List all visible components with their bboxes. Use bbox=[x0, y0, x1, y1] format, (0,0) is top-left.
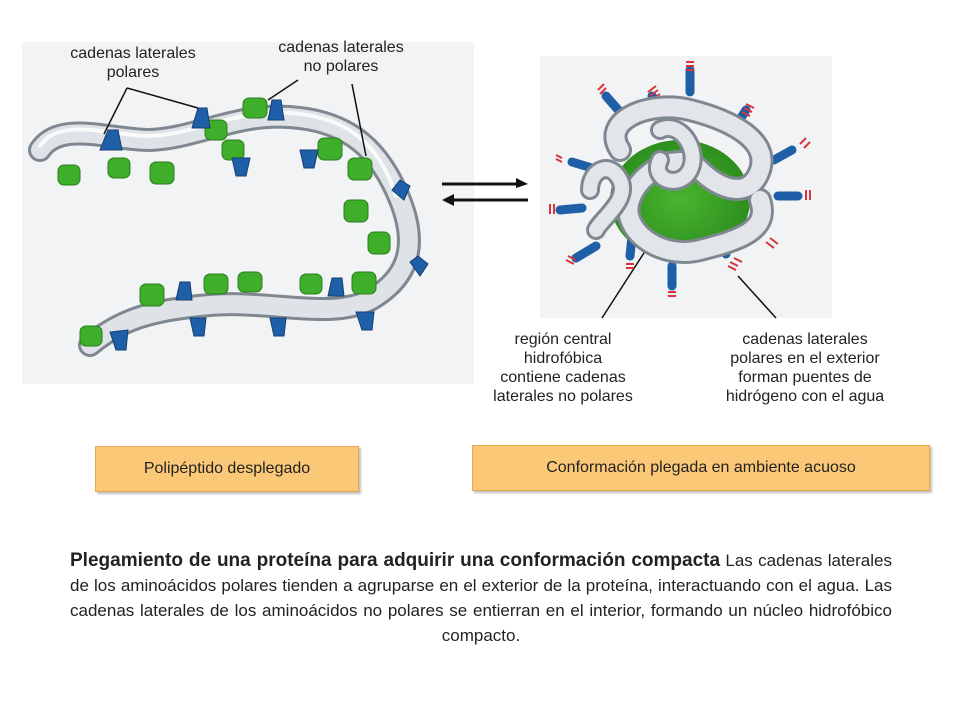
nonpolar-side-chain bbox=[299, 273, 323, 295]
nonpolar-side-chain bbox=[204, 119, 228, 141]
polar-side-chain bbox=[299, 149, 319, 169]
equilibrium-arrows bbox=[442, 178, 528, 206]
nonpolar-side-chain bbox=[347, 157, 373, 181]
nonpolar-side-chain bbox=[139, 283, 165, 307]
nonpolar-side-chain bbox=[203, 273, 229, 295]
polar-side-chain bbox=[327, 277, 345, 297]
figure-caption: Plegamiento de una proteína para adquiri… bbox=[70, 548, 892, 648]
caption-title: Plegamiento de una proteína para adquiri… bbox=[70, 550, 721, 571]
nonpolar-side-chain bbox=[351, 271, 377, 295]
polar-side-chain bbox=[109, 329, 129, 351]
label-polar-exterior: cadenas laterales polares en el exterior… bbox=[725, 331, 885, 405]
nonpolar-side-chain bbox=[343, 199, 369, 223]
folded-conformation-box: Conformación plegada en ambiente acuoso bbox=[472, 445, 930, 491]
polar-side-chain bbox=[189, 317, 207, 337]
polar-side-chain bbox=[191, 107, 211, 129]
nonpolar-side-chain bbox=[237, 271, 263, 293]
polar-side-chain bbox=[175, 281, 193, 301]
label-nonpolar-side-chains: cadenas laterales no polares bbox=[278, 39, 404, 75]
polar-side-chain bbox=[99, 129, 123, 151]
polar-side-chain bbox=[409, 255, 429, 277]
nonpolar-side-chain bbox=[107, 157, 131, 179]
polar-side-chain bbox=[231, 157, 251, 177]
caption-body: Las cadenas laterales de los aminoácidos… bbox=[70, 551, 892, 645]
unfolded-polypeptide-box: Polipéptido desplegado bbox=[95, 446, 359, 492]
nonpolar-side-chain bbox=[57, 164, 81, 186]
nonpolar-side-chain bbox=[221, 139, 245, 161]
nonpolar-side-chain bbox=[242, 97, 268, 119]
nonpolar-side-chain bbox=[367, 231, 391, 255]
polar-side-chain bbox=[391, 179, 411, 201]
nonpolar-side-chain bbox=[79, 325, 103, 347]
polar-side-chain bbox=[355, 311, 375, 331]
polar-side-chain bbox=[269, 317, 287, 337]
nonpolar-side-chain bbox=[149, 161, 175, 185]
unfolded-polypeptide bbox=[28, 97, 429, 357]
nonpolar-side-chain bbox=[317, 137, 343, 161]
label-polar-side-chains: cadenas laterales polares bbox=[70, 45, 196, 81]
label-hydrophobic-core: región central hidrofóbica contiene cade… bbox=[493, 331, 633, 405]
folded-protein bbox=[549, 61, 811, 297]
polar-side-chain bbox=[267, 99, 285, 121]
